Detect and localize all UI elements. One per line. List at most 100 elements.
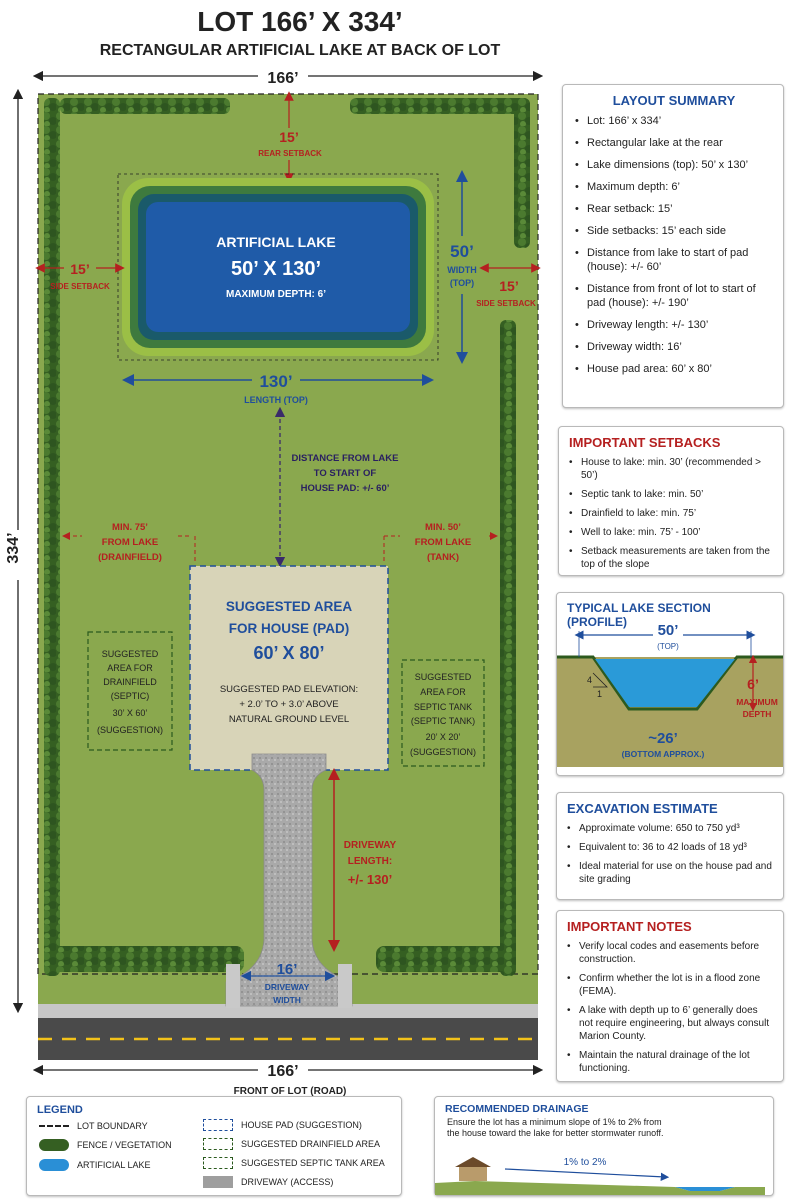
lake-width-label: WIDTH	[447, 265, 477, 275]
house-elev-3: NATURAL GROUND LEVEL	[229, 714, 349, 725]
lake-water	[146, 202, 410, 332]
front-of-lot-label: FRONT OF LOT (ROAD)	[234, 1086, 347, 1097]
drainage-lake-icon	[675, 1187, 735, 1191]
excavation-panel: EXCAVATION ESTIMATE Approximate volume: …	[556, 792, 784, 900]
distance-label-3: HOUSE PAD: +/- 60’	[301, 483, 390, 494]
list-item: Equivalent to: 36 to 42 loads of 18 yd³	[567, 841, 773, 854]
hedge-left-top	[44, 98, 60, 328]
driveway-post-right	[338, 964, 352, 1008]
driveway-len-1: DRIVEWAY	[344, 840, 397, 851]
house-pad	[189, 565, 389, 771]
list-item: House pad area: 60’ x 80’	[575, 362, 773, 376]
driveway-width-label-2: WIDTH	[273, 995, 301, 1005]
hedge-front-right	[376, 946, 516, 972]
drainfield-6: (SUGGESTION)	[97, 725, 163, 735]
list-item: Distance from front of lot to start of p…	[575, 282, 773, 310]
septic-5: 20’ X 20’	[426, 732, 461, 742]
section-depth-label-2: DEPTH	[743, 709, 772, 719]
house-pad-icon	[203, 1119, 233, 1131]
section-bottom-value: ~26’	[648, 730, 678, 747]
list-item: Maximum depth: 6’	[575, 180, 773, 194]
page-subtitle: RECTANGULAR ARTIFICIAL LAKE AT BACK OF L…	[99, 42, 501, 59]
layout-summary-panel: LAYOUT SUMMARY Lot: 166’ x 334’ Rectangu…	[562, 84, 784, 408]
list-item: Maintain the natural drainage of the lot…	[567, 1049, 773, 1075]
list-item: Side setbacks: 15’ each side	[575, 224, 773, 238]
septic-icon	[203, 1157, 233, 1169]
list-item: Approximate volume: 650 to 750 yd³	[567, 822, 773, 835]
side-setback-left-label: SIDE SETBACK	[50, 282, 110, 291]
section-slope-run: 1	[597, 689, 602, 699]
list-item: Verify local codes and easements before …	[567, 940, 773, 966]
hedge-top-right	[350, 98, 530, 114]
side-setback-left-value: 15’	[70, 261, 89, 277]
list-item: Confirm whether the lot is in a flood zo…	[567, 972, 773, 998]
drainfield-3: DRAINFIELD	[103, 677, 157, 687]
septic-6: (SUGGESTION)	[410, 747, 476, 757]
lake-length-label: LENGTH (TOP)	[244, 395, 308, 405]
house-title-1: SUGGESTED AREA	[226, 599, 353, 614]
drainfield-2: AREA FOR	[107, 663, 153, 673]
driveway-len-3: +/- 130’	[348, 872, 392, 887]
drainage-panel: RECOMMENDED DRAINAGE Ensure the lot has …	[434, 1096, 774, 1196]
tank-min-2: FROM LAKE	[415, 537, 471, 548]
distance-label-2: TO START OF	[314, 468, 377, 479]
side-setback-right-value: 15’	[499, 278, 518, 294]
setbacks-title: IMPORTANT SETBACKS	[569, 435, 721, 450]
lake-width-top: (TOP)	[450, 278, 474, 288]
drainfield-min-1: MIN. 75’	[112, 522, 148, 533]
drainfield-min-2: FROM LAKE	[102, 537, 158, 548]
driveway-post-left	[226, 964, 240, 1008]
lake-section-panel: TYPICAL LAKE SECTION (PROFILE) 50’ (TOP)…	[556, 592, 784, 776]
page-title: LOT 166’ X 334’	[197, 6, 403, 37]
list-item: Driveway length: +/- 130’	[575, 318, 773, 332]
legend-house-pad: HOUSE PAD (SUGGESTION)	[203, 1119, 362, 1131]
list-item: Well to lake: min. 75’ - 100’	[569, 526, 773, 539]
drainage-slope: 1% to 2%	[564, 1157, 607, 1168]
list-item: Driveway width: 16’	[575, 340, 773, 354]
legend-lake: ARTIFICIAL LAKE	[39, 1159, 151, 1171]
lake-width-value: 50’	[450, 242, 474, 261]
distance-label-1: DISTANCE FROM LAKE	[292, 453, 399, 464]
list-item: Setback measurements are taken from the …	[569, 545, 773, 571]
legend-title: LEGEND	[37, 1104, 83, 1116]
tank-min-3: (TANK)	[427, 552, 459, 563]
lake-section-diagram: 50’ (TOP) 6’ MAXIMUM DEPTH 4 1 ~26’ (BOT…	[557, 622, 783, 767]
section-depth-value: 6’	[747, 676, 759, 692]
setbacks-panel: IMPORTANT SETBACKS House to lake: min. 3…	[558, 426, 784, 576]
list-item: A lake with depth up to 6’ generally doe…	[567, 1004, 773, 1043]
lake-length-value: 130’	[259, 372, 292, 391]
list-item: Septic tank to lake: min. 50’	[569, 488, 773, 501]
dashed-line-icon	[39, 1125, 69, 1127]
house-dims: 60’ X 80’	[253, 643, 324, 663]
hedge-right	[500, 320, 516, 976]
legend-driveway: DRIVEWAY (ACCESS)	[203, 1176, 333, 1188]
notes-list: Verify local codes and easements before …	[567, 940, 773, 1075]
section-top-value: 50’	[658, 622, 679, 639]
layout-summary-title: LAYOUT SUMMARY	[612, 93, 736, 108]
excavation-title: EXCAVATION ESTIMATE	[567, 801, 718, 816]
section-water	[595, 659, 735, 707]
drainage-text: Ensure the lot has a minimum slope of 1%…	[447, 1117, 664, 1138]
hedge-left	[44, 316, 60, 976]
rear-setback-value: 15’	[279, 129, 298, 145]
drainage-title: RECOMMENDED DRAINAGE	[445, 1103, 589, 1115]
hedge-top-left	[60, 98, 230, 114]
list-item: Lot: 166’ x 334’	[575, 114, 773, 128]
notes-title: IMPORTANT NOTES	[567, 919, 692, 934]
site-plan: 166’ 334’ 166’ FRONT OF LOT (ROAD) 15’ R…	[5, 70, 544, 1097]
legend-drainfield: SUGGESTED DRAINFIELD AREA	[203, 1138, 380, 1150]
list-item: Rectangular lake at the rear	[575, 136, 773, 150]
driveway-len-2: LENGTH:	[348, 856, 392, 867]
bottom-width-label: 166’	[267, 1063, 298, 1080]
hedge-icon	[39, 1139, 69, 1151]
drainfield-4: (SEPTIC)	[111, 691, 150, 701]
legend-septic: SUGGESTED SEPTIC TANK AREA	[203, 1157, 385, 1169]
tank-min-1: MIN. 50’	[425, 522, 461, 533]
section-depth-label-1: MAXIMUM	[736, 697, 778, 707]
list-item: Lake dimensions (top): 50’ x 130’	[575, 158, 773, 172]
drainfield-1: SUGGESTED	[102, 649, 159, 659]
hedge-right-top	[514, 98, 530, 248]
septic-area	[401, 659, 485, 767]
list-item: Distance from lake to start of pad (hous…	[575, 246, 773, 274]
house-elev-1: SUGGESTED PAD ELEVATION:	[220, 684, 358, 695]
